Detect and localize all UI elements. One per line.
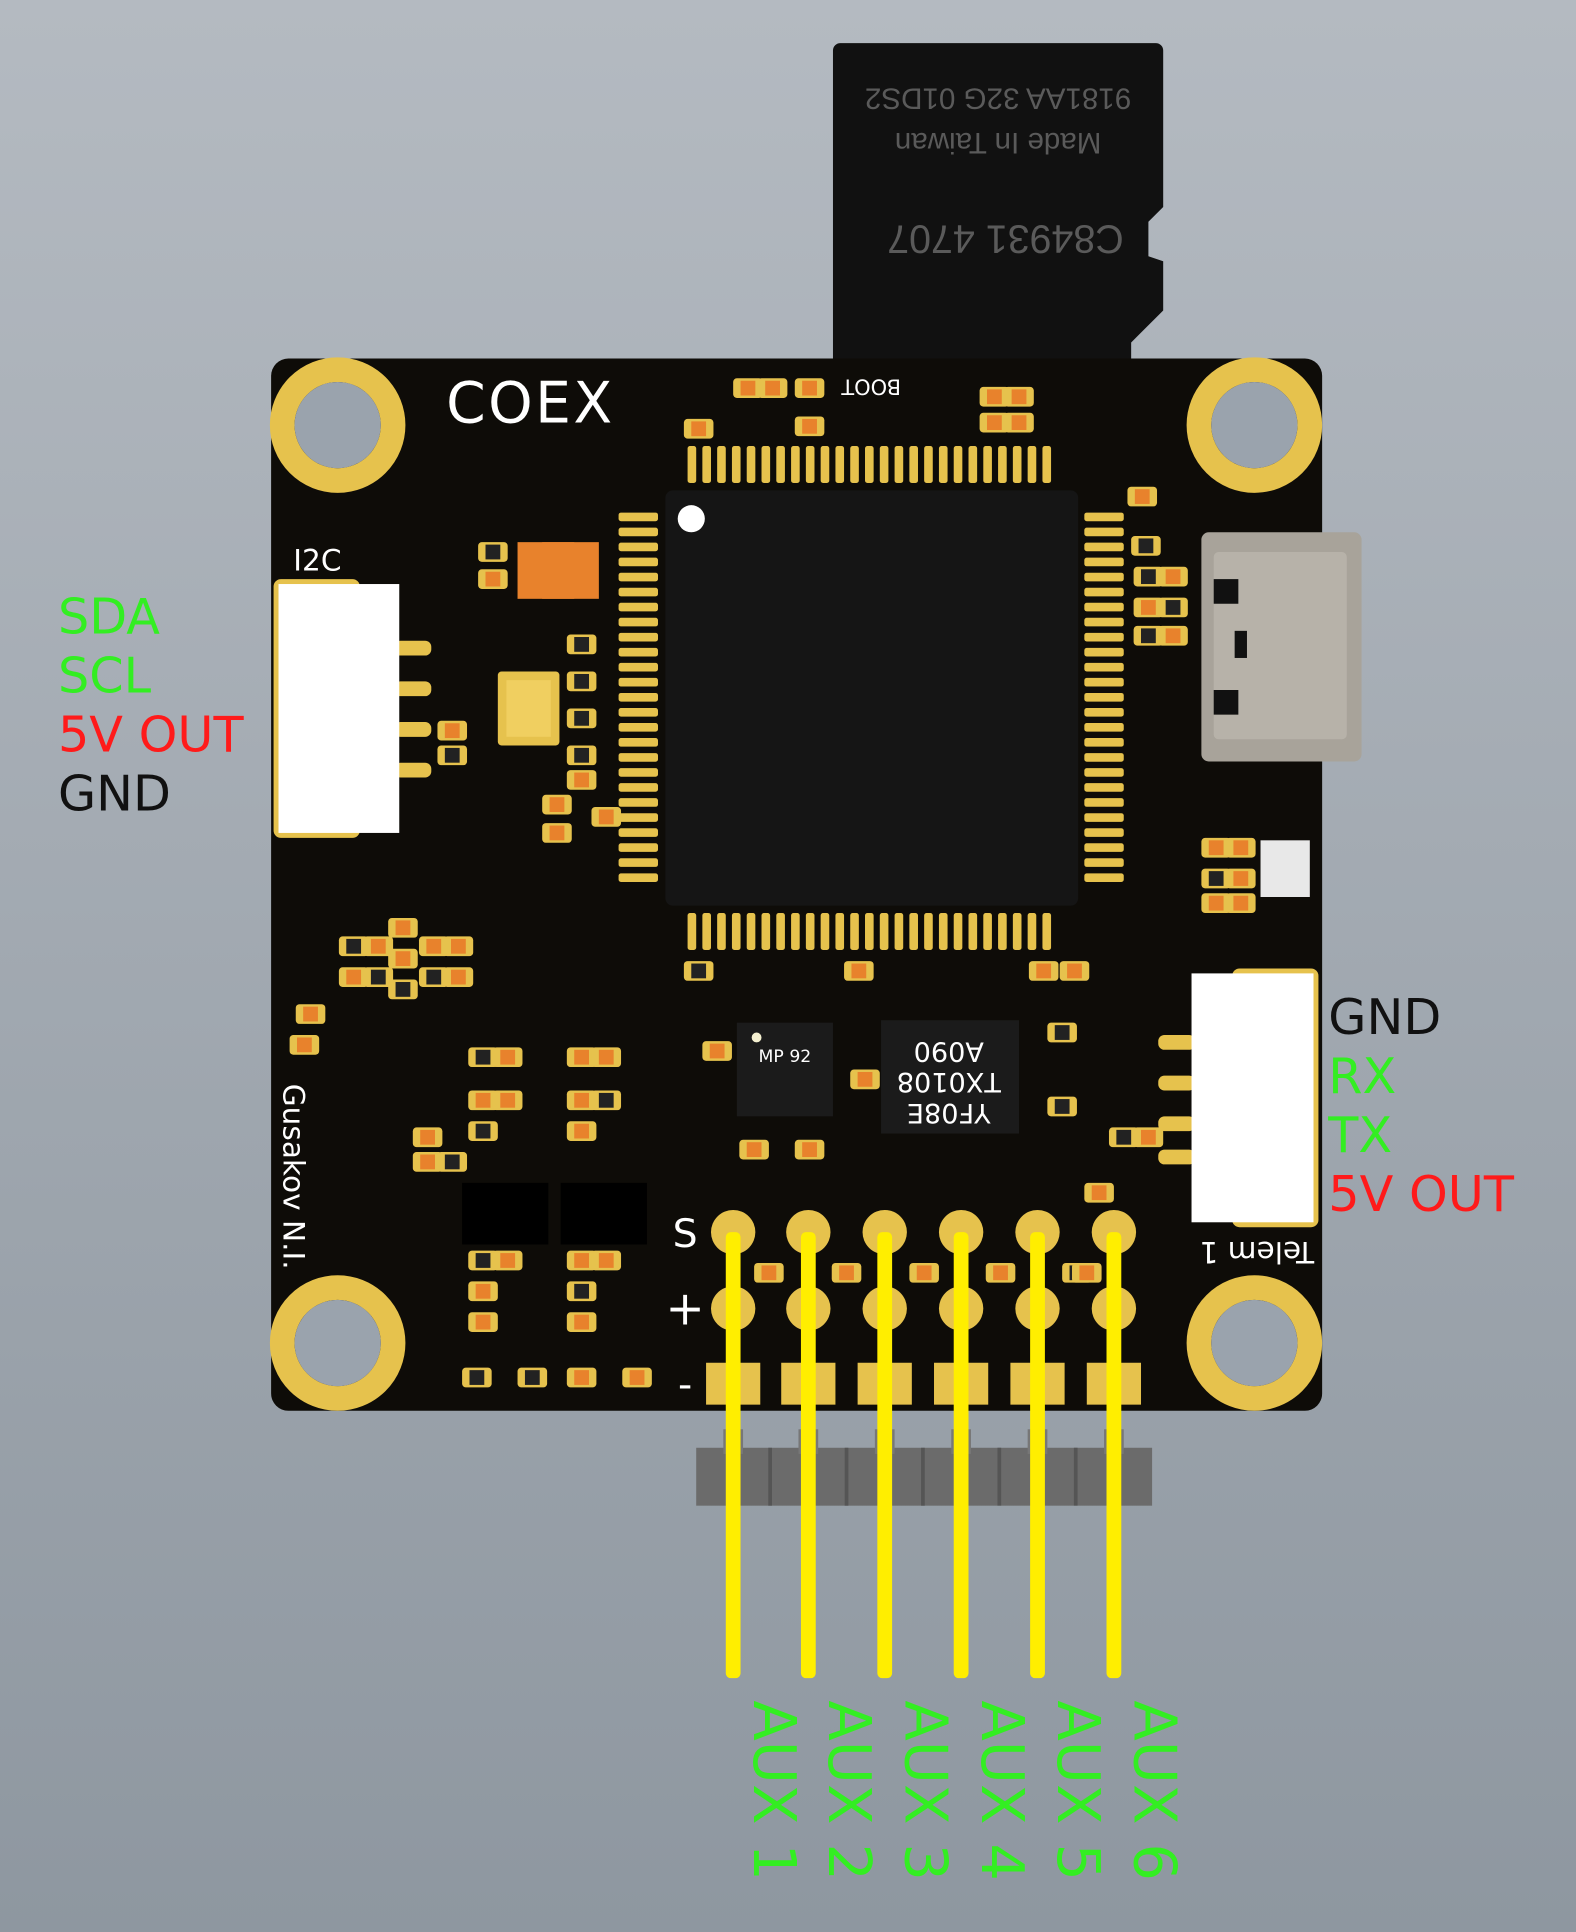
pin-label: GND — [1328, 988, 1441, 1046]
level-shifter-chip: YF08E TX0108 A090 — [881, 1020, 1020, 1134]
pin-label: SDA — [58, 587, 160, 645]
pin-label: 5V OUT — [1328, 1165, 1515, 1223]
pin-label: RX — [1328, 1047, 1396, 1105]
aux-label: AUX 6 — [1121, 1700, 1190, 1881]
aux-pin — [953, 1232, 969, 1679]
telem-connector — [1158, 968, 1319, 1228]
chip2-line3: A090 — [914, 1035, 984, 1066]
aux-label: AUX 1 — [740, 1700, 809, 1881]
pin-label: SCL — [58, 646, 152, 704]
aux-pin — [1030, 1232, 1045, 1679]
aux-label: AUX 5 — [1044, 1700, 1113, 1881]
i2c-label: I2C — [293, 543, 341, 577]
pad-label-minus: - — [678, 1361, 692, 1407]
aux-pin — [800, 1232, 816, 1679]
sd-text-3: C84931 4707 — [887, 216, 1124, 260]
mcu-chip — [618, 446, 1124, 950]
aux-label: AUX 2 — [815, 1700, 884, 1881]
author-label: Gusakov N.I. — [276, 1084, 310, 1270]
pin-label: 5V OUT — [58, 706, 245, 764]
pin-label: GND — [58, 765, 171, 823]
pin-label: TX — [1327, 1106, 1392, 1164]
mounting-holes — [269, 357, 1323, 1411]
aux-pin — [877, 1232, 893, 1679]
chip2-line1: YF08E — [907, 1097, 992, 1128]
sd-card: Made In Taiwan 9181AA 32G 01DS2 C84931 4… — [832, 43, 1164, 360]
usb-connector — [1201, 532, 1362, 762]
status-led — [1260, 840, 1310, 897]
sd-text-1: Made In Taiwan — [895, 126, 1102, 159]
chip1-label: MP 92 — [759, 1047, 812, 1067]
smd-components — [289, 378, 1256, 1388]
aux-pin — [1106, 1232, 1122, 1679]
aux-label: AUX 4 — [968, 1700, 1037, 1881]
pad-label-plus: + — [665, 1283, 704, 1337]
aux-pin — [725, 1232, 741, 1679]
coex-logo: COEX — [446, 371, 615, 437]
baro-chip: MP 92 — [736, 1022, 833, 1117]
chip2-line2: TX0108 — [897, 1066, 1002, 1097]
pad-label-signal: S — [673, 1211, 698, 1257]
sd-text-2: 9181AA 32G 01DS2 — [865, 82, 1131, 115]
aux-label: AUX 3 — [891, 1700, 960, 1881]
telem-label: Telem 1 — [1200, 1235, 1316, 1269]
i2c-connector — [273, 579, 432, 838]
boot-label: BOOT — [841, 375, 901, 399]
